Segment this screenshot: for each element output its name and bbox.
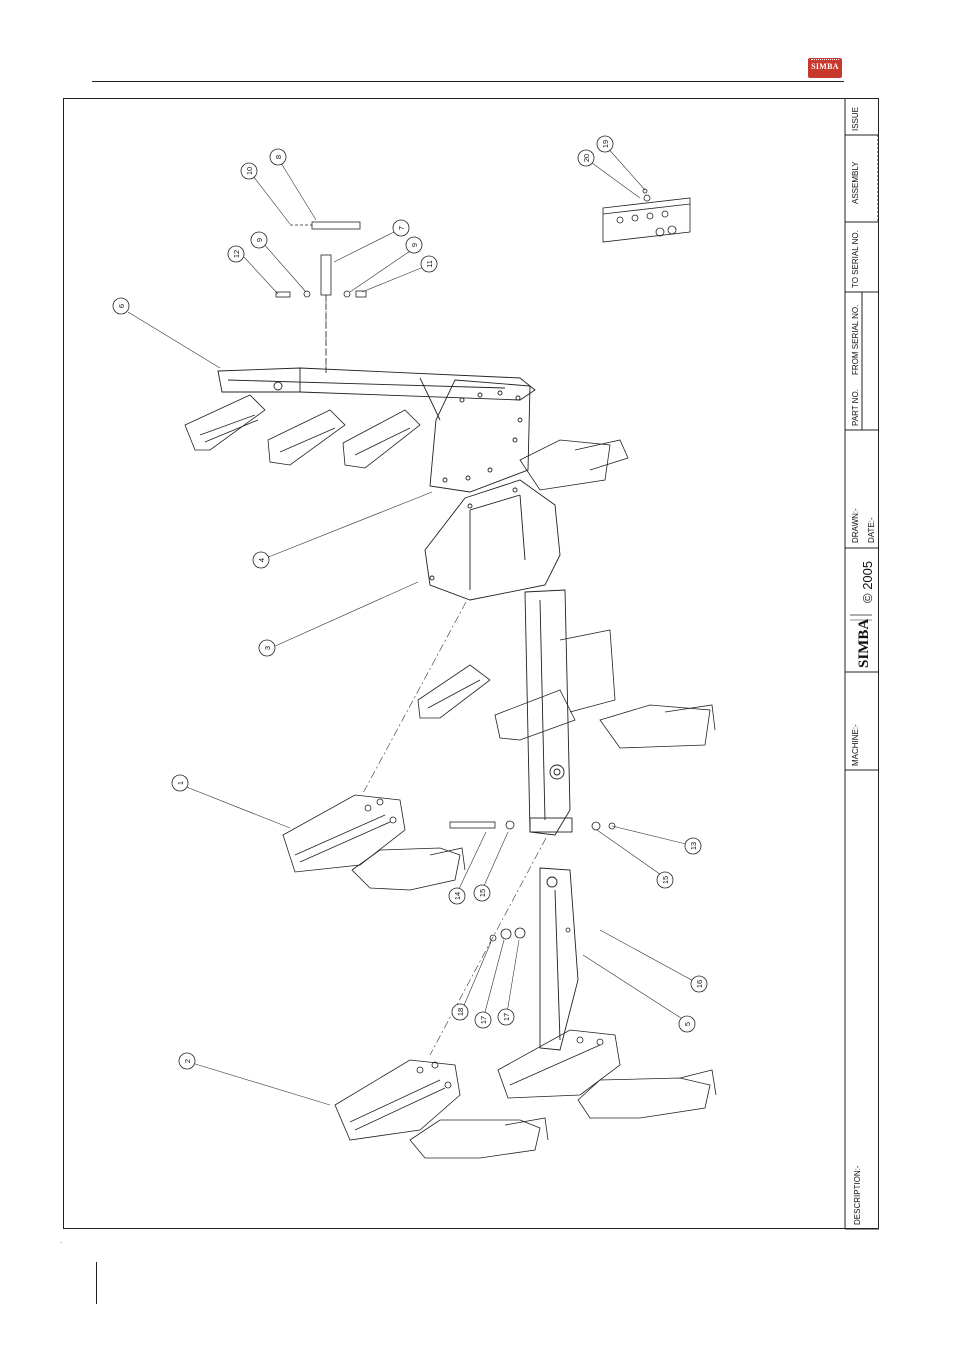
svg-text:13: 13 bbox=[689, 842, 698, 850]
svg-text:18: 18 bbox=[456, 1008, 465, 1016]
callout-1: 1 bbox=[171, 774, 189, 792]
svg-text:14: 14 bbox=[453, 892, 462, 900]
callout-9-right: 9 bbox=[405, 236, 423, 254]
callout-12: 12 bbox=[227, 245, 245, 263]
callout-18: 18 bbox=[451, 1003, 469, 1021]
callout-15-right: 15 bbox=[656, 871, 674, 889]
callout-20: 20 bbox=[577, 149, 595, 167]
svg-text:8: 8 bbox=[274, 155, 283, 159]
callout-11: 11 bbox=[420, 255, 438, 273]
leg-unit-item-2 bbox=[334, 1059, 549, 1159]
svg-text:5: 5 bbox=[683, 1022, 692, 1026]
callout-9-left: 9 bbox=[250, 231, 268, 249]
svg-text:16: 16 bbox=[695, 980, 704, 988]
leg-unit-middle bbox=[417, 629, 716, 749]
svg-text:11: 11 bbox=[425, 260, 434, 268]
callout-14: 14 bbox=[448, 887, 466, 905]
simba-logo: SIMBA bbox=[808, 58, 842, 78]
manifold-block-item-19 bbox=[602, 188, 691, 243]
svg-text:3: 3 bbox=[263, 646, 272, 650]
header-rule bbox=[92, 81, 844, 82]
title-block-logo-text: SIMBA bbox=[856, 619, 872, 668]
svg-text:9: 9 bbox=[255, 238, 264, 242]
callout-5: 5 bbox=[678, 1015, 696, 1033]
page-mark: . bbox=[60, 1236, 63, 1245]
drawing-frame bbox=[63, 98, 879, 1229]
from-serial-label: FROM SERIAL NO. bbox=[851, 305, 860, 375]
svg-text:19: 19 bbox=[601, 140, 610, 148]
svg-text:2: 2 bbox=[183, 1059, 192, 1063]
to-serial-label: TO SERIAL NO. bbox=[851, 230, 860, 288]
issue-label: ISSUE bbox=[851, 107, 860, 131]
callout-15-left: 15 bbox=[473, 884, 491, 902]
callout-19: 19 bbox=[596, 135, 614, 153]
callout-8: 8 bbox=[269, 148, 287, 166]
copyright-label: © 2005 bbox=[860, 561, 875, 603]
svg-text:15: 15 bbox=[661, 876, 670, 884]
svg-text:15: 15 bbox=[478, 889, 487, 897]
svg-text:4: 4 bbox=[257, 558, 266, 562]
logo-stripe bbox=[811, 59, 839, 62]
leg-unit-item-1 bbox=[282, 794, 466, 891]
beam-item-3 bbox=[524, 589, 573, 836]
svg-text:9: 9 bbox=[410, 243, 419, 247]
machine-label: MACHINE:- bbox=[851, 724, 860, 766]
bolt-item-12 bbox=[275, 290, 367, 298]
svg-text:7: 7 bbox=[397, 226, 406, 230]
assembly-label: ASSEMBLY bbox=[851, 161, 860, 204]
callout-13: 13 bbox=[684, 837, 702, 855]
callout-6: 6 bbox=[112, 297, 130, 315]
svg-text:20: 20 bbox=[582, 154, 591, 162]
svg-text:17: 17 bbox=[479, 1016, 488, 1024]
pin-item-8 bbox=[290, 221, 361, 230]
drawn-label: DRAWN:- bbox=[851, 508, 860, 543]
callout-16: 16 bbox=[690, 975, 708, 993]
description-label: DESCRIPTION:- bbox=[853, 1165, 862, 1225]
leg-unit-rear-left bbox=[184, 394, 629, 491]
callout-17-right: 17 bbox=[497, 1008, 515, 1026]
callout-3: 3 bbox=[258, 639, 276, 657]
leg-unit-lower-right bbox=[497, 1029, 717, 1119]
assembly-centerlines bbox=[325, 300, 547, 1056]
bolt-item-14 bbox=[449, 820, 616, 831]
frame-item-4 bbox=[424, 479, 561, 601]
svg-text:12: 12 bbox=[232, 250, 241, 258]
svg-text:17: 17 bbox=[502, 1013, 511, 1021]
footer-rule bbox=[96, 1262, 97, 1304]
main-frame-item-6 bbox=[217, 367, 536, 493]
part-no-label: PART NO. bbox=[851, 389, 860, 426]
title-block bbox=[844, 98, 879, 1230]
callout-balloons: 6 1 2 3 4 5 8 10 9 12 7 9 11 20 19 13 15… bbox=[112, 135, 708, 1070]
svg-text:10: 10 bbox=[245, 167, 254, 175]
callout-10: 10 bbox=[240, 162, 258, 180]
washers-item-17 bbox=[489, 927, 571, 942]
cylinder-item-7 bbox=[320, 254, 332, 375]
svg-text:6: 6 bbox=[117, 304, 126, 308]
callout-7: 7 bbox=[392, 219, 410, 237]
title-block-logo: SIMBA bbox=[850, 614, 872, 668]
callout-17-left: 17 bbox=[474, 1011, 492, 1029]
bracket-item-5 bbox=[539, 867, 579, 1051]
leader-lines bbox=[127, 145, 698, 1106]
callout-4: 4 bbox=[252, 551, 270, 569]
callout-2: 2 bbox=[178, 1052, 196, 1070]
logo-text: SIMBA bbox=[811, 62, 839, 71]
date-label: DATE:- bbox=[867, 517, 876, 543]
svg-text:1: 1 bbox=[176, 781, 185, 785]
